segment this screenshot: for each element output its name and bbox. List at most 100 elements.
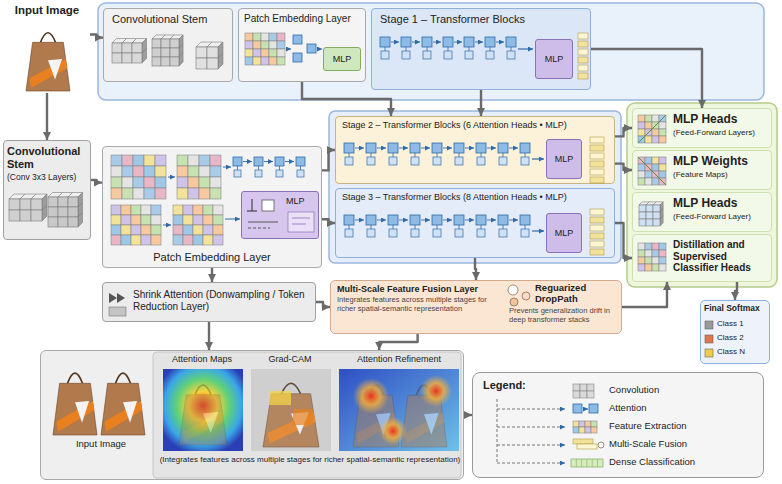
illustration-part xyxy=(207,58,218,69)
legend-title: Legend: xyxy=(483,379,526,392)
illustration-part xyxy=(116,373,131,383)
illustration-part xyxy=(388,215,398,225)
illustration-part xyxy=(592,459,593,467)
illustration-part xyxy=(111,215,121,225)
illustration-part xyxy=(410,215,420,225)
illustration-part xyxy=(26,42,70,91)
illustration-part xyxy=(366,143,376,153)
illustration-part xyxy=(293,35,302,44)
illustration xyxy=(4,3,90,93)
illustration-part xyxy=(105,401,143,432)
illustration-part xyxy=(590,241,604,247)
illustration-part xyxy=(638,157,666,185)
connector-arrow xyxy=(322,219,335,223)
illustration-part xyxy=(155,166,166,177)
connector-arrow xyxy=(622,282,667,307)
illustration-part xyxy=(269,41,277,49)
illustration-part xyxy=(170,39,179,48)
illustration-part xyxy=(520,143,530,153)
head-box: MLP Heads(Feed-Forward Layer) xyxy=(632,192,772,232)
illustration-part xyxy=(218,53,223,69)
illustration-part xyxy=(590,209,604,215)
node-title: Input Image xyxy=(49,439,153,450)
connector-arrow xyxy=(322,150,335,170)
illustration-part xyxy=(193,225,203,235)
illustration-part xyxy=(223,167,231,168)
legend-entry: Multi-Scale Fusion xyxy=(609,439,759,450)
illustration-part xyxy=(193,205,203,215)
node-title: MLP xyxy=(547,228,581,238)
illustration-part xyxy=(590,169,604,175)
illustration-part xyxy=(422,37,432,47)
illustration-part xyxy=(432,143,442,153)
illustration-part xyxy=(141,235,151,245)
illustration-part xyxy=(499,229,507,237)
illustration-part xyxy=(155,177,166,188)
illustration-part xyxy=(353,378,389,414)
illustration-part xyxy=(705,321,713,329)
illustration-part xyxy=(444,51,452,59)
illustration-part xyxy=(121,225,131,235)
illustration-part xyxy=(497,445,565,446)
mlp-box: MLP xyxy=(323,47,361,71)
illustration-part xyxy=(122,53,132,63)
illustration-part xyxy=(659,122,666,129)
illustration-part xyxy=(203,225,213,235)
stem-box: Convolutional Stem(Conv 3x3 Layers) xyxy=(3,140,91,240)
illustration-part xyxy=(589,404,598,413)
illustration-part xyxy=(477,157,485,165)
mlp-box: MLP xyxy=(241,191,319,239)
illustration-part xyxy=(645,257,652,264)
illustration-part xyxy=(203,235,213,245)
illustration-part xyxy=(646,219,653,226)
illustration-part xyxy=(499,157,507,165)
node-text: Class 2 xyxy=(717,333,767,342)
node-text: Class N xyxy=(717,347,767,356)
illustration-part xyxy=(173,215,183,225)
illustration-part xyxy=(652,129,659,136)
fusion-box: Multi-Scale Feature Fusion LayerIntegrat… xyxy=(330,280,622,334)
illustration-part xyxy=(131,225,141,235)
illustration-part xyxy=(580,391,587,398)
illustration-part xyxy=(465,51,473,59)
legend-arrow xyxy=(464,414,472,416)
illustration-part xyxy=(151,235,161,245)
illustration-part xyxy=(183,412,224,442)
illustration-part xyxy=(234,170,241,177)
illustration-part xyxy=(203,412,218,433)
illustration-part xyxy=(638,164,645,171)
illustration-part xyxy=(109,307,126,316)
illustration-part xyxy=(188,155,199,166)
illustration-part xyxy=(485,37,495,47)
illustration-part xyxy=(264,161,273,162)
connector-arrow xyxy=(316,302,330,307)
illustration-part xyxy=(510,298,518,306)
illustration-part xyxy=(638,250,645,257)
illustration-part xyxy=(262,200,274,211)
illustration-part xyxy=(581,459,582,467)
illustration-part xyxy=(380,37,390,47)
illustration-part xyxy=(433,229,441,237)
mlp-box: MLP xyxy=(535,39,573,79)
illustration-part xyxy=(464,37,474,47)
illustration-part xyxy=(258,166,259,170)
node-title: Convolutional Stem xyxy=(112,13,228,26)
node-title: Stage 2 – Transformer Blocks (6 Attentio… xyxy=(342,120,612,130)
illustration-part xyxy=(122,177,133,188)
illustration-part xyxy=(58,197,68,207)
connector-arrow xyxy=(475,258,476,280)
illustration-part xyxy=(163,369,243,451)
illustration-part xyxy=(420,375,452,407)
illustration-part xyxy=(469,47,470,51)
illustration-part xyxy=(521,157,529,165)
illustration-part xyxy=(371,153,372,157)
node-title: MLP xyxy=(286,196,316,206)
illustration-part xyxy=(652,164,659,171)
illustration-part xyxy=(203,215,213,225)
illustration-part xyxy=(121,235,131,245)
illustration-part xyxy=(111,205,121,215)
illustration-part xyxy=(579,427,585,433)
illustration-part xyxy=(433,157,441,165)
illustration-part xyxy=(30,59,68,88)
illustration-part xyxy=(659,250,666,257)
